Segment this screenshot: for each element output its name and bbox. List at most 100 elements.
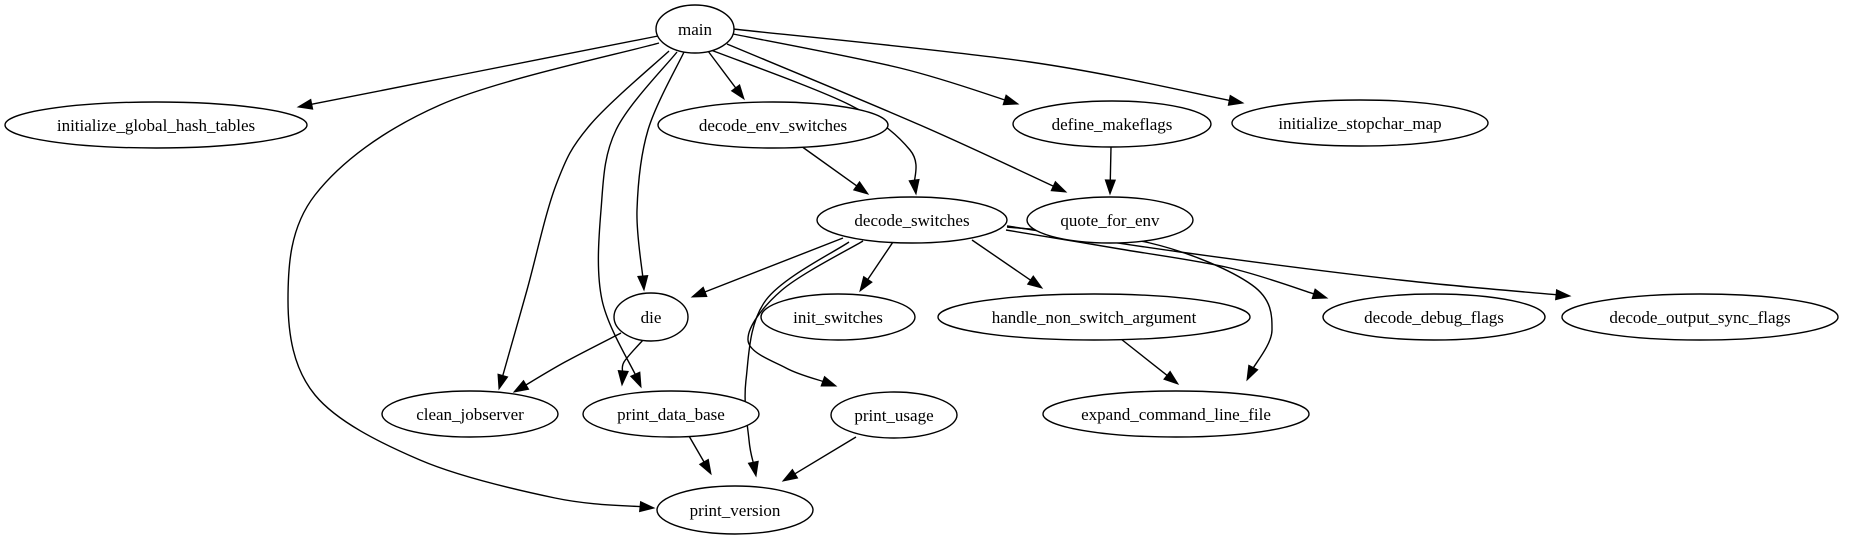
arrowhead-icon <box>629 371 642 389</box>
node-layer: main initialize_global_hash_tables decode_… <box>4 4 1839 535</box>
arrowhead-icon <box>1026 275 1044 289</box>
node-print_version: print_version <box>656 485 814 535</box>
edge-main-quote_for_env <box>726 43 1068 193</box>
node-define_makeflags: define_makeflags <box>1012 100 1212 148</box>
arrowhead-icon <box>497 373 509 391</box>
node-expand_command_line_file: expand_command_line_file <box>1042 390 1310 438</box>
node-label-quote_for_env: quote_for_env <box>1060 211 1160 230</box>
edge-main-print_data_base <box>597 51 678 389</box>
arrowhead-icon <box>1555 288 1572 301</box>
node-label-print_data_base: print_data_base <box>617 405 725 424</box>
node-decode_env_switches: decode_env_switches <box>657 101 889 149</box>
edge-die-clean_jobserver <box>512 332 622 393</box>
arrowhead-icon <box>690 286 708 298</box>
node-ellipse-clean_jobserver <box>381 390 559 438</box>
arrowhead-icon <box>859 275 873 293</box>
node-label-print_usage: print_usage <box>854 406 933 425</box>
node-ellipse-initialize_global_hash_tables <box>4 101 308 149</box>
node-main: main <box>655 4 735 54</box>
arrowhead-icon <box>698 458 712 476</box>
arrowhead-icon <box>617 370 629 387</box>
edge-define_makeflags-quote_for_env <box>1104 146 1117 196</box>
arrowhead-icon <box>1002 94 1020 106</box>
node-ellipse-print_version <box>656 485 814 535</box>
node-label-expand_command_line_file: expand_command_line_file <box>1081 405 1271 424</box>
edge-decode_switches-print_version <box>744 241 850 478</box>
node-initialize_global_hash_tables: initialize_global_hash_tables <box>4 101 308 149</box>
arrowhead-icon <box>296 98 314 110</box>
node-print_usage: print_usage <box>830 391 958 439</box>
arrowhead-icon <box>1104 179 1117 196</box>
arrowhead-icon <box>1050 180 1068 193</box>
edge-die-print_data_base <box>617 339 644 387</box>
node-ellipse-decode_switches <box>816 196 1008 244</box>
arrowhead-icon <box>820 375 838 387</box>
edge-handle_non_switch_argument-expand_command_line_file <box>1120 338 1180 385</box>
edge-main-die <box>636 51 685 292</box>
node-label-decode_switches: decode_switches <box>854 211 969 230</box>
node-label-clean_jobserver: clean_jobserver <box>416 405 524 424</box>
arrowhead-icon <box>781 468 799 482</box>
node-ellipse-main <box>655 4 735 54</box>
node-ellipse-decode_debug_flags <box>1322 293 1546 341</box>
node-ellipse-init_switches <box>760 293 916 341</box>
node-ellipse-expand_command_line_file <box>1042 390 1310 438</box>
node-ellipse-initialize_stopchar_map <box>1231 99 1489 147</box>
node-decode_output_sync_flags: decode_output_sync_flags <box>1561 293 1839 341</box>
node-label-decode_debug_flags: decode_debug_flags <box>1364 308 1504 327</box>
edge-main-initialize_stopchar_map <box>732 28 1245 106</box>
edge-main-clean_jobserver <box>497 50 670 391</box>
node-label-decode_output_sync_flags: decode_output_sync_flags <box>1609 308 1790 327</box>
node-ellipse-quote_for_env <box>1026 196 1194 244</box>
node-decode_debug_flags: decode_debug_flags <box>1322 293 1546 341</box>
edge-main-print_version <box>287 42 660 513</box>
edge-decode_switches-die <box>690 237 844 298</box>
node-quote_for_env: quote_for_env <box>1026 196 1194 244</box>
arrowhead-icon <box>1227 94 1245 106</box>
arrowhead-icon <box>638 500 656 513</box>
node-ellipse-decode_output_sync_flags <box>1561 293 1839 341</box>
node-ellipse-handle_non_switch_argument <box>937 293 1251 341</box>
node-label-initialize_global_hash_tables: initialize_global_hash_tables <box>57 116 255 135</box>
node-ellipse-print_data_base <box>582 390 760 438</box>
node-handle_non_switch_argument: handle_non_switch_argument <box>937 293 1251 341</box>
edge-main-decode_env_switches <box>707 50 745 101</box>
edge-decode_switches-print_usage <box>747 240 864 387</box>
node-label-decode_env_switches: decode_env_switches <box>699 116 847 135</box>
edge-decode_switches-decode_debug_flags <box>1005 229 1329 300</box>
node-ellipse-die <box>613 292 689 342</box>
arrowhead-icon <box>908 178 920 196</box>
edge-decode_env_switches-decode_switches <box>800 145 870 195</box>
node-decode_switches: decode_switches <box>816 196 1008 244</box>
node-init_switches: init_switches <box>760 293 916 341</box>
node-initialize_stopchar_map: initialize_stopchar_map <box>1231 99 1489 147</box>
arrowhead-icon <box>1163 370 1180 385</box>
node-label-main: main <box>678 20 712 39</box>
edge-print_usage-print_version <box>781 436 857 482</box>
arrowhead-icon <box>747 460 759 478</box>
node-label-initialize_stopchar_map: initialize_stopchar_map <box>1278 114 1441 133</box>
node-label-define_makeflags: define_makeflags <box>1052 115 1173 134</box>
edge-main-define_makeflags <box>732 33 1020 106</box>
arrowhead-icon <box>1246 364 1259 382</box>
arrowhead-icon <box>730 83 745 101</box>
node-print_data_base: print_data_base <box>582 390 760 438</box>
edge-decode_switches-handle_non_switch_argument <box>971 239 1044 289</box>
arrowhead-icon <box>512 379 530 393</box>
arrowhead-icon <box>637 275 649 292</box>
edge-decode_switches-init_switches <box>859 241 894 293</box>
edge-main-initialize_global_hash_tables <box>296 35 659 110</box>
edge-print_data_base-print_version <box>688 435 712 476</box>
arrowhead-icon <box>1311 288 1329 300</box>
node-clean_jobserver: clean_jobserver <box>381 390 559 438</box>
node-die: die <box>613 292 689 342</box>
node-label-init_switches: init_switches <box>793 308 883 327</box>
node-ellipse-decode_env_switches <box>657 101 889 149</box>
node-ellipse-define_makeflags <box>1012 100 1212 148</box>
node-ellipse-print_usage <box>830 391 958 439</box>
edge-layer <box>287 28 1572 513</box>
node-label-die: die <box>641 308 662 327</box>
node-label-handle_non_switch_argument: handle_non_switch_argument <box>992 308 1197 327</box>
